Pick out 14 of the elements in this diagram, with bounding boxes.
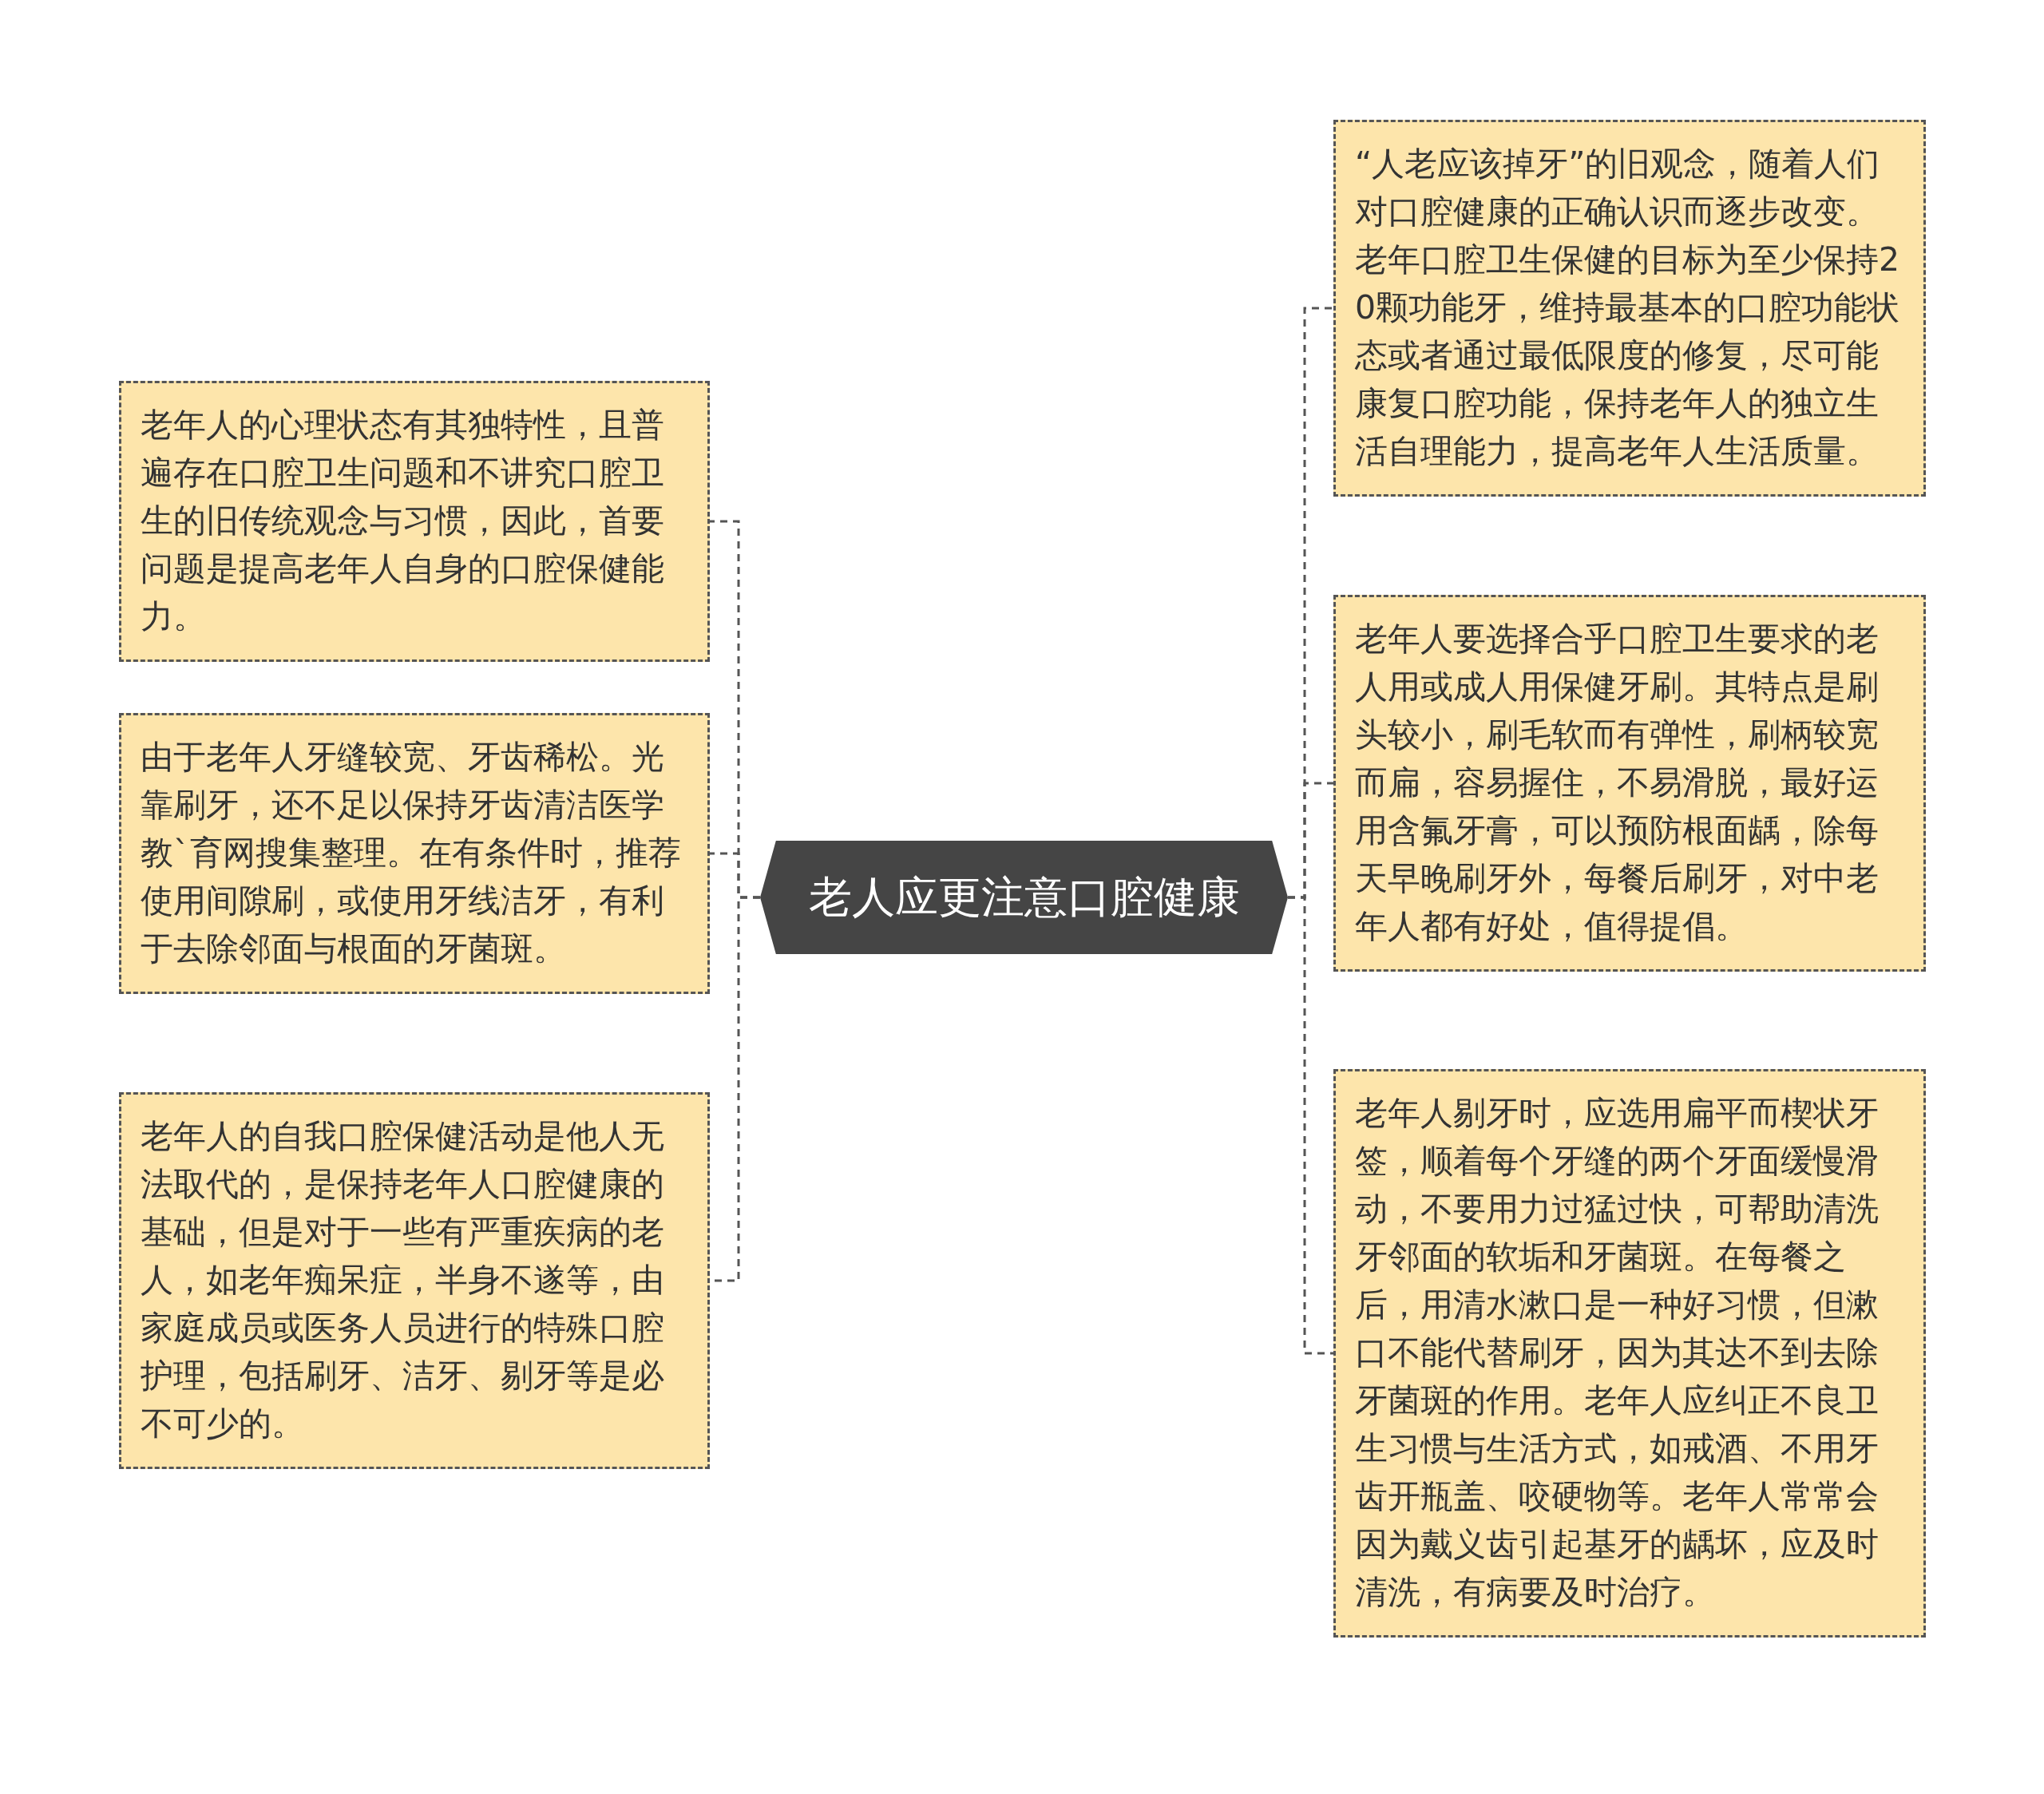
- note-text: “人老应该掉牙”的旧观念，随着人们对口腔健康的正确认识而逐步改变。老年口腔卫生保健的目标为至少保持20颗功能牙，维持最基本的口腔功能状态或者通过最低限度的修复，尽可能康复口腔功能，保持老年人的独立生活自理能力，提高老年人生活质量。: [1355, 144, 1901, 472]
- note-text: 老年人要选择合乎口腔卫生要求的老人用或成人用保健牙刷。其特点是刷头较小，刷毛软而有弹性，刷柄较宽而扁，容易握住，不易滑脱，最好运用含氟牙膏，可以预防根面龋，除每天早晚刷牙外，每餐后刷牙，对中老年人都有好处，值得提倡。: [1355, 619, 1880, 947]
- note-text: 老年人剔牙时，应选用扁平而楔状牙签，顺着每个牙缝的两个牙面缓慢滑动，不要用力过猛过快，可帮助清洗牙邻面的软垢和牙菌斑。在每餐之后，用清水漱口是一种好习惯，但漱口不能代替刷牙，因为其达不到去除牙菌斑的作用。老年人应纠正不良卫生习惯与生活方式，如戒酒、不用牙齿开瓶盖、咬硬物等。老年人常常会因为戴义齿引起基牙的龋坏，应及时清洗，有病要及时治疗。: [1355, 1093, 1880, 1613]
- note-card: [1333, 120, 1926, 497]
- note-text: 老年人的自我口腔保健活动是他人无法取代的，是保持老年人口腔健康的基础，但是对于一些有严重疾病的老人，如老年痴呆症，半身不遂等，由家庭成员或医务人员进行的特殊口腔护理，包括刷牙、洁牙、剔牙等是必不可少的。: [141, 1116, 665, 1444]
- note-card: [119, 381, 710, 662]
- note-card: [1333, 1069, 1926, 1638]
- note-card: [119, 713, 710, 994]
- note-text: 老年人的心理状态有其独特性，且普遍存在口腔卫生问题和不讲究口腔卫生的旧传统观念与习惯，因此，首要问题是提高老年人自身的口腔保健能力。: [141, 405, 665, 637]
- central-topic: 老人应更注意口腔健康: [760, 841, 1288, 954]
- connector-line: [1288, 896, 1333, 1355]
- note-card: [1333, 595, 1926, 972]
- note-text: 由于老年人牙缝较宽、牙齿稀松。光靠刷牙，还不足以保持牙齿清洁医学教`育网搜集整理。在有条件时，推荐使用间隙刷，或使用牙线洁牙，有利于去除邻面与根面的牙菌斑。: [141, 737, 682, 969]
- note-card: [119, 1092, 710, 1469]
